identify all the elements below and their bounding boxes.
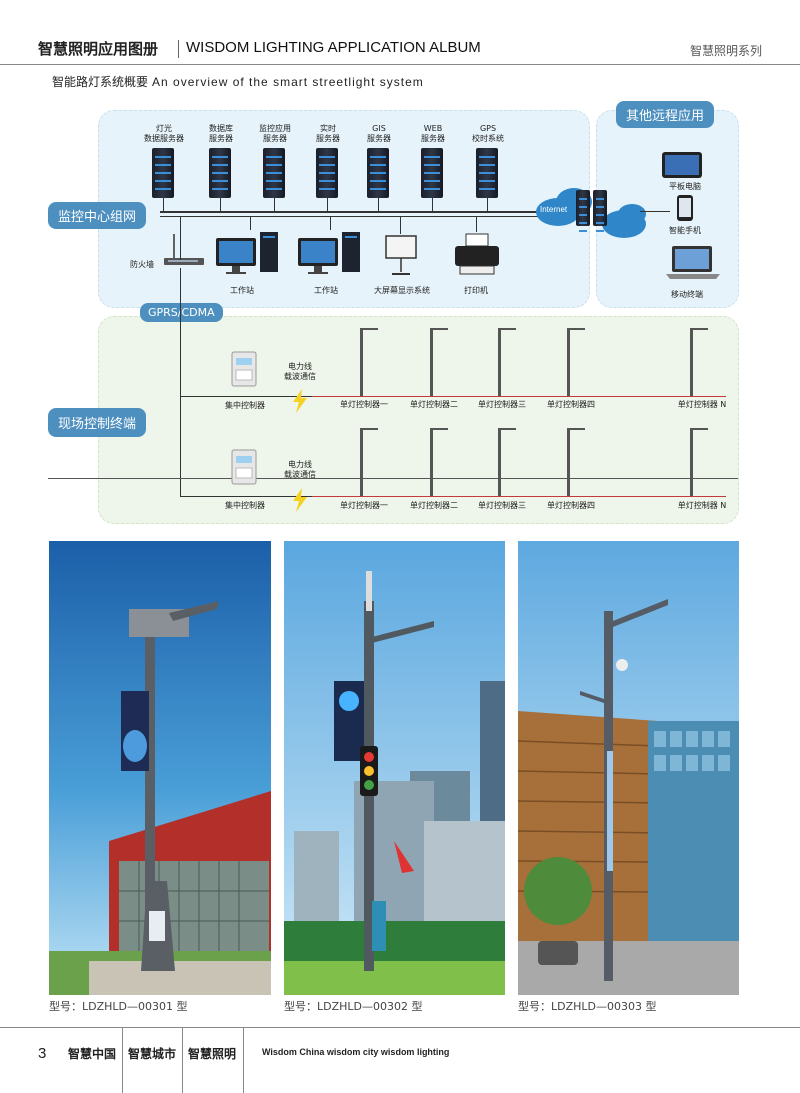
streetlight-pole-icon — [690, 328, 693, 396]
internet-label: Internet — [540, 205, 568, 214]
tablet-icon — [662, 152, 702, 178]
subtitle-cn: 智能路灯系统概要 — [52, 75, 149, 89]
album-title-cn: 智慧照明应用图册 — [38, 40, 159, 58]
footer-item-1: 智慧中国 — [68, 1047, 117, 1061]
server-icon — [593, 190, 607, 226]
product-photo-2 — [284, 541, 505, 995]
lightning-icon — [293, 488, 307, 512]
streetlight-pole-icon — [430, 428, 433, 496]
controller-label-2b: 单灯控制器二 — [410, 501, 458, 510]
firewall-icon — [164, 234, 204, 265]
server-icon — [576, 190, 590, 226]
footer-item-3: 智慧照明 — [188, 1047, 237, 1061]
laptop-icon — [666, 246, 720, 279]
streetlight-pole-icon — [430, 328, 433, 396]
footer-rule — [0, 1027, 800, 1028]
lightning-icon — [293, 389, 307, 413]
meter-icon — [231, 449, 257, 485]
big-screen-label: 大屏幕显示系统 — [374, 286, 430, 295]
powerline-1 — [312, 396, 726, 397]
server-icon — [367, 148, 389, 198]
lan-backbone-2 — [160, 216, 580, 217]
server-label-1: 灯光数据服务器 — [144, 124, 184, 143]
plc-label-1: 电力线载波通信 — [284, 362, 316, 381]
series-label: 智慧照明系列 — [689, 44, 762, 58]
streetlight-pole-icon — [498, 428, 501, 496]
monitor-center-tag: 监控中心组网 — [48, 202, 147, 229]
concentrator-label-1: 集中控制器 — [225, 401, 265, 410]
laptop-label: 移动终端 — [671, 290, 703, 299]
smartphone-label: 智能手机 — [669, 226, 701, 235]
controller-label-4b: 单灯控制器四 — [547, 501, 595, 510]
album-title-en: WISDOM LIGHTING APPLICATION ALBUM — [186, 39, 481, 56]
streetlight-pole-icon — [690, 428, 693, 496]
server-icon — [263, 148, 285, 198]
footer-item-2: 智慧城市 — [128, 1047, 177, 1061]
concentrator-label-2: 集中控制器 — [225, 501, 265, 510]
photo-caption-2: 型号：LDZHLD—00302 型 — [284, 1000, 423, 1013]
header-divider — [178, 40, 179, 58]
tablet-label: 平板电脑 — [669, 182, 701, 191]
streetlight-pole-icon — [567, 328, 570, 396]
workstation-icon — [298, 232, 360, 274]
photo-caption-1: 型号：LDZHLD—00301 型 — [49, 1000, 188, 1013]
workstation-label-2: 工作站 — [314, 286, 338, 295]
header-rule — [0, 64, 800, 65]
streetlight-pole-icon — [360, 428, 363, 496]
footer-tagline: Wisdom China wisdom city wisdom lighting — [262, 1047, 450, 1057]
server-icon — [209, 148, 231, 198]
meter-icon — [231, 351, 257, 387]
server-icon — [152, 148, 174, 198]
page-number: 3 — [38, 1045, 47, 1062]
field-terminal-tag: 现场控制终端 — [48, 408, 147, 437]
lan-backbone — [160, 211, 580, 213]
controller-label-n: 单灯控制器 N — [677, 400, 727, 409]
controller-label-1b: 单灯控制器一 — [340, 501, 388, 510]
projection-screen-icon — [385, 235, 417, 275]
server-icon — [476, 148, 498, 198]
controller-label-3b: 单灯控制器三 — [478, 501, 526, 510]
server-label-4: 实时服务器 — [316, 124, 340, 143]
server-icon — [421, 148, 443, 198]
workstation-icon — [216, 232, 278, 274]
server-label-2: 数据库服务器 — [209, 124, 233, 143]
controller-label-2: 单灯控制器二 — [410, 400, 458, 409]
workstation-label-1: 工作站 — [230, 286, 254, 295]
server-label-3: 监控应用服务器 — [259, 124, 291, 143]
remote-apps-tag: 其他远程应用 — [616, 101, 715, 128]
smartphone-icon — [677, 195, 693, 221]
server-icon — [316, 148, 338, 198]
subtitle-en: An overview of the smart streetlight sys… — [152, 75, 424, 89]
product-photo-1 — [49, 541, 271, 995]
printer-label: 打印机 — [464, 286, 488, 295]
field-terminal-panel — [98, 316, 739, 524]
controller-label-4: 单灯控制器四 — [547, 400, 595, 409]
gprs-tag: GPRS/CDMA — [140, 303, 223, 322]
printer-icon — [455, 233, 499, 275]
plc-label-2: 电力线载波通信 — [284, 460, 316, 479]
streetlight-pole-icon — [360, 328, 363, 396]
streetlight-pole-icon — [567, 428, 570, 496]
controller-label-nb: 单灯控制器 N — [677, 501, 727, 510]
product-photo-3 — [518, 541, 739, 995]
powerline-2 — [312, 496, 726, 497]
controller-label-1: 单灯控制器一 — [340, 400, 388, 409]
gprs-trunk-line — [180, 268, 181, 496]
controller-label-3: 单灯控制器三 — [478, 400, 526, 409]
streetlight-pole-icon — [498, 328, 501, 396]
photo-caption-3: 型号：LDZHLD—00303 型 — [518, 1000, 657, 1013]
firewall-label: 防火墙 — [130, 260, 154, 269]
